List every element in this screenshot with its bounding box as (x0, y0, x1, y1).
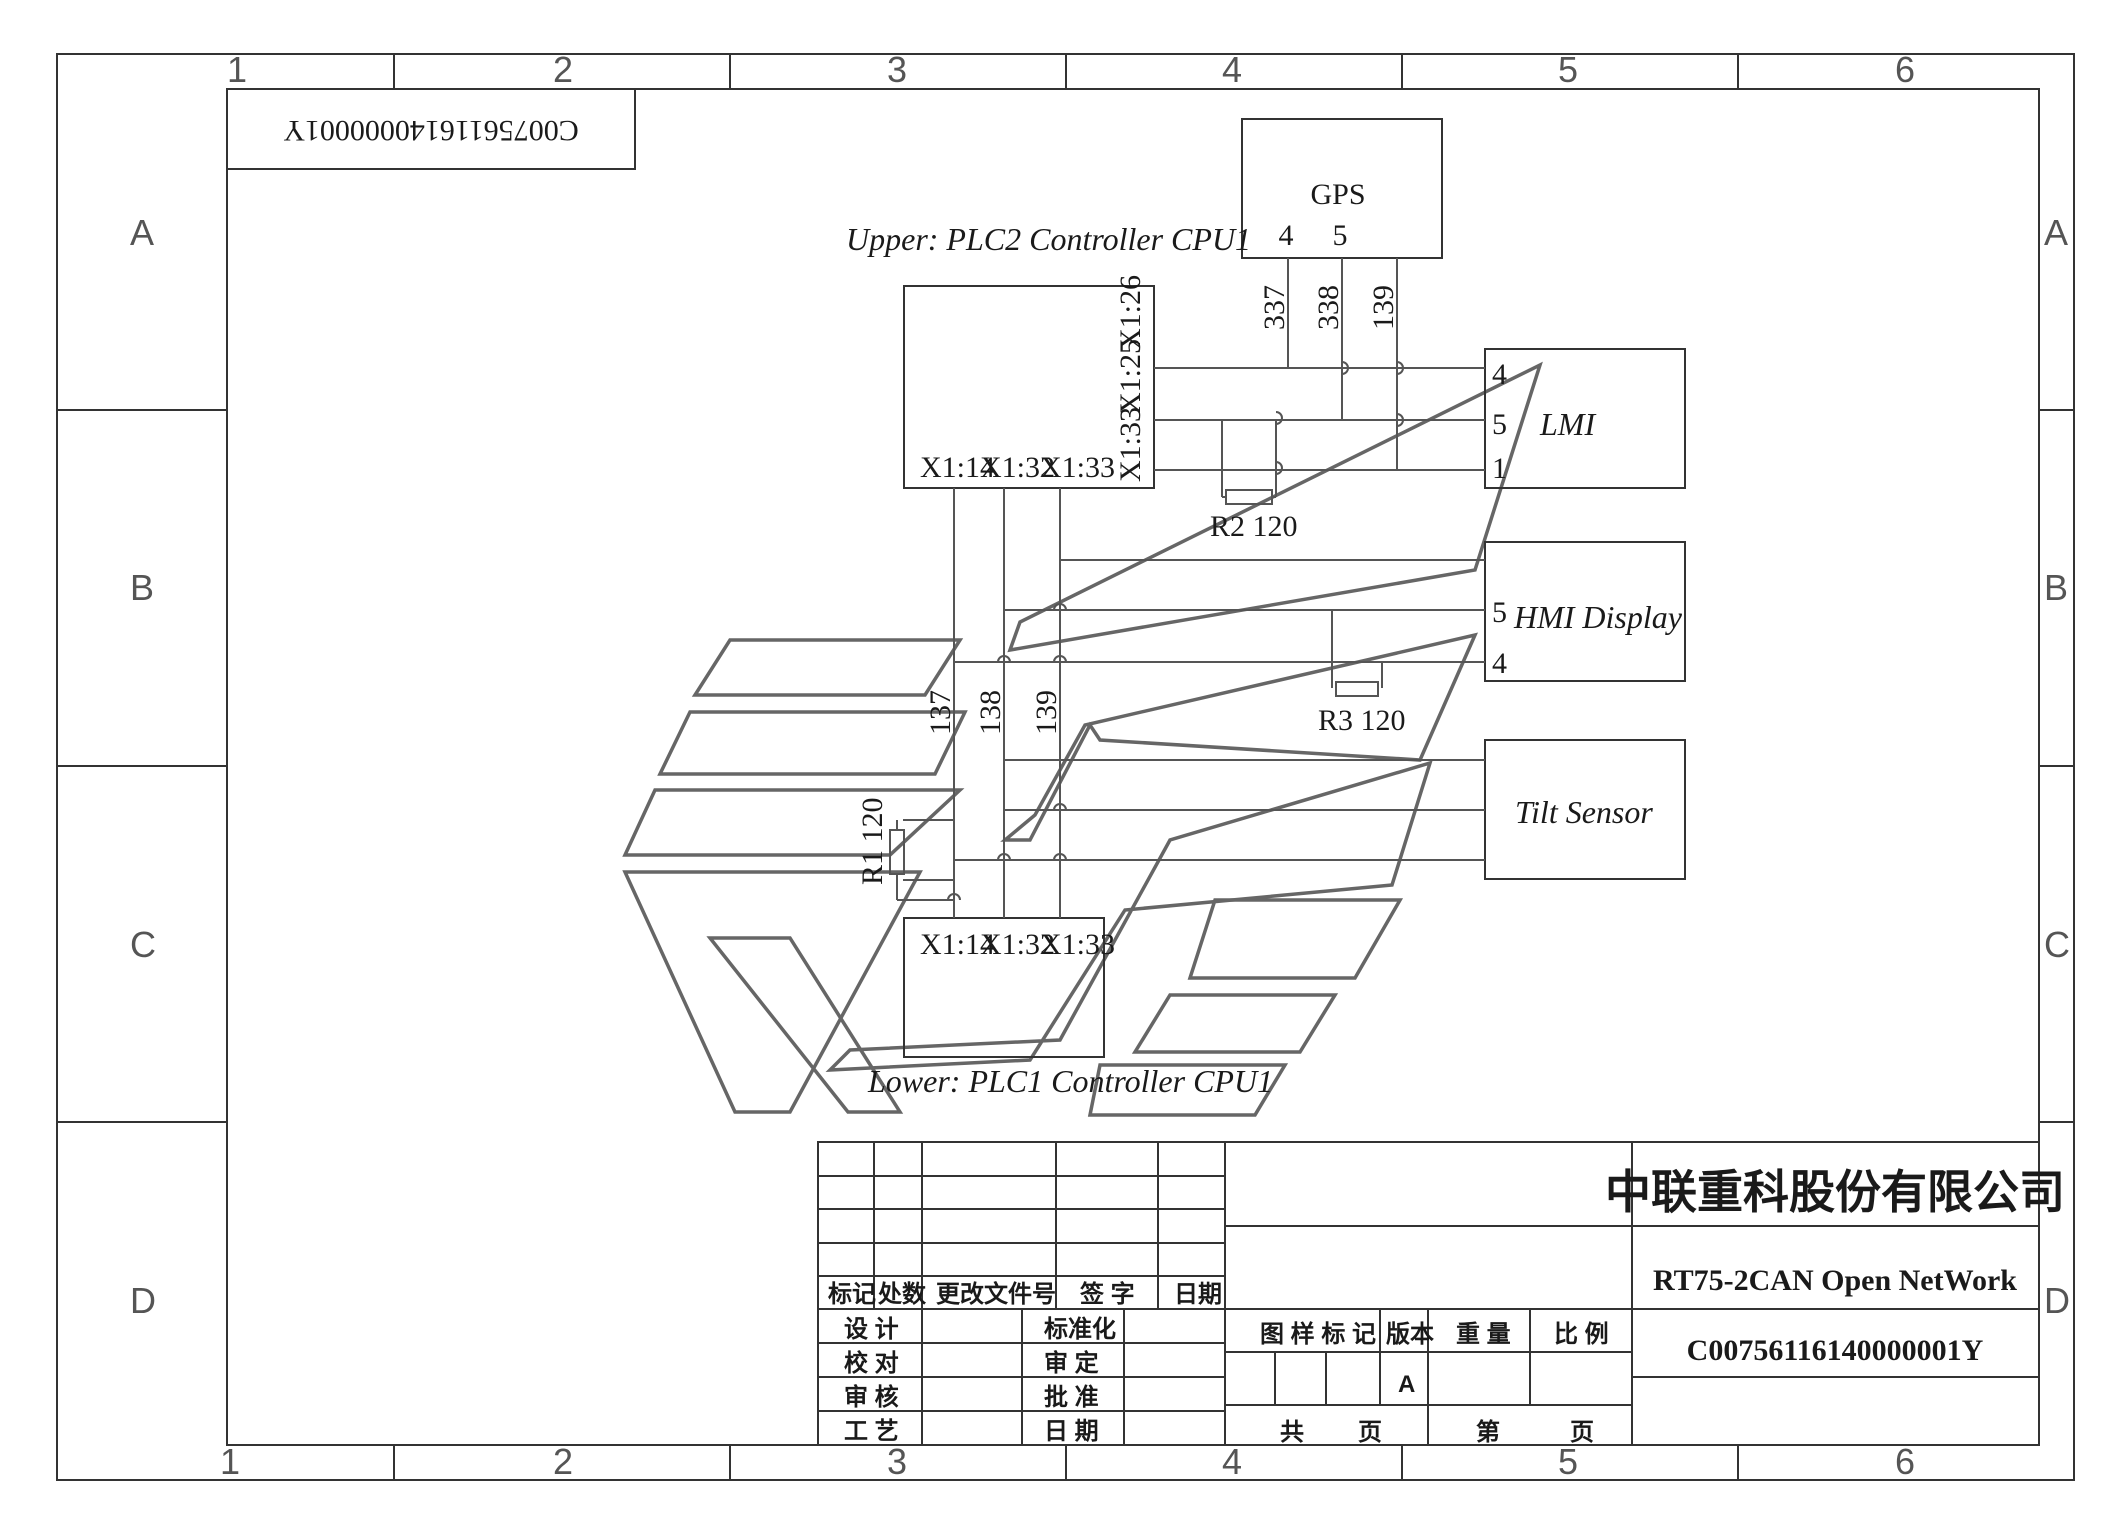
col-label: 3 (887, 49, 907, 90)
sign-row-process: 工 艺 (844, 1418, 899, 1445)
rev-header-sign: 签 字 (1079, 1280, 1135, 1308)
lower-plc-pin: X1:14 (920, 928, 995, 961)
col-label: 1 (227, 49, 247, 90)
sign-row-standard: 标准化 (1044, 1315, 1116, 1343)
wire-label-139-lower: 139 (1030, 690, 1063, 735)
drawing-number: C00756116140000001Y (1687, 1334, 1984, 1367)
lmi-box (1484, 348, 1686, 489)
row-labels-left: A B C D (130, 212, 156, 1321)
lmi-pin-5: 5 (1492, 408, 1507, 441)
lmi-pin-1: 1 (1492, 452, 1507, 485)
title-block: 标记 处数 更改文件号 签 字 日期 设 计 校 对 审 核 工 艺 标准化 审… (817, 1141, 2065, 1446)
row-label: D (2044, 1280, 2070, 1321)
col-label: 4 (1222, 49, 1242, 90)
upper-plc-box (903, 285, 1155, 489)
upper-plc-pin: X1:32 (980, 451, 1055, 484)
wiring (889, 258, 1485, 918)
drawing-number-inverted: C00756116140000001Y (283, 114, 579, 147)
gps-pin-4: 4 (1279, 219, 1294, 252)
column-labels-top: 1 2 3 4 5 6 (227, 49, 1915, 90)
col-label: 3 (887, 1441, 907, 1482)
upper-plc-title: Upper: PLC2 Controller CPU1 (846, 221, 1251, 257)
sign-row-date: 日 期 (1044, 1418, 1099, 1445)
hmi-label: HMI Display (1513, 599, 1683, 635)
col-label: 6 (1895, 1441, 1915, 1482)
drawing-title: RT75-2CAN Open NetWork (1653, 1264, 2017, 1297)
row-label: A (130, 212, 154, 253)
column-dividers (393, 54, 1739, 1480)
lower-plc-title: Lower: PLC1 Controller CPU1 (867, 1063, 1273, 1099)
wire-label-138: 138 (974, 690, 1007, 735)
gps-label: GPS (1310, 178, 1365, 211)
wire-label-139: 139 (1367, 285, 1400, 330)
rev-header-date: 日期 (1174, 1281, 1222, 1308)
sign-row-review: 审 核 (844, 1383, 899, 1411)
wire-label-337: 337 (1258, 285, 1291, 330)
hmi-box (1484, 541, 1686, 682)
tilt-sensor-label: Tilt Sensor (1515, 794, 1653, 830)
gps-pin-5: 5 (1333, 219, 1348, 252)
sheet-total-unit: 页 (1358, 1419, 1382, 1446)
sign-row-check: 校 对 (844, 1349, 899, 1377)
upper-plc-side-pin: X1:33 (1114, 407, 1147, 482)
column-labels-bottom: 1 2 3 4 5 6 (220, 1441, 1915, 1482)
sheet-num-unit: 页 (1570, 1419, 1594, 1446)
drawing-number-box (226, 88, 636, 170)
col-label: 6 (1895, 49, 1915, 90)
col-label: 4 (1222, 1441, 1242, 1482)
sheet-total-label: 共 (1280, 1419, 1304, 1446)
row-label: B (2044, 567, 2068, 608)
version-value: A (1398, 1371, 1415, 1398)
row-labels-right: A B C D (2044, 212, 2070, 1321)
lower-plc-pin: X1:33 (1040, 928, 1115, 961)
watermark-logo (622, 361, 1543, 1117)
rev-header-mark: 标记 (828, 1281, 876, 1308)
row-label: A (2044, 212, 2068, 253)
info-header-mark: 图 样 标 记 (1260, 1320, 1376, 1348)
sign-row-approve: 审 定 (1044, 1349, 1099, 1377)
hmi-pin-5: 5 (1492, 596, 1507, 629)
lmi-label: LMI (1539, 406, 1596, 442)
info-header-weight: 重 量 (1456, 1321, 1511, 1348)
wire-label-137: 137 (924, 690, 957, 735)
resistor-r1-label: R1 120 (856, 797, 889, 885)
rev-header-docno: 更改文件号 (936, 1280, 1056, 1308)
row-label: B (130, 567, 154, 608)
row-dividers (57, 409, 2074, 1123)
upper-plc-pin: X1:33 (1040, 451, 1115, 484)
info-header-version: 版本 (1386, 1321, 1434, 1348)
upper-plc-side-pin: X1:26 (1114, 275, 1147, 350)
upper-plc-side-pin: X1:25 (1114, 339, 1147, 414)
lmi-pin-4: 4 (1492, 358, 1507, 391)
resistor-r2-label: R2 120 (1210, 510, 1298, 543)
sheet-num-label: 第 (1476, 1418, 1500, 1446)
rev-header-count: 处数 (877, 1281, 927, 1308)
lower-plc-pin: X1:32 (980, 928, 1055, 961)
company-name: 中联重科股份有限公司 (1605, 1165, 2065, 1219)
wire-label-338: 338 (1312, 285, 1345, 330)
col-label: 2 (553, 49, 573, 90)
upper-plc-pin: X1:14 (920, 451, 995, 484)
sign-row-design: 设 计 (844, 1316, 899, 1343)
col-label: 5 (1558, 49, 1578, 90)
hmi-pin-4: 4 (1492, 647, 1507, 680)
resistor-r3-label: R3 120 (1318, 704, 1406, 737)
col-label: 1 (220, 1441, 240, 1482)
col-label: 5 (1558, 1441, 1578, 1482)
row-label: D (130, 1280, 156, 1321)
row-label: C (130, 924, 156, 965)
sign-row-ratify: 批 准 (1044, 1384, 1099, 1411)
row-label: C (2044, 924, 2070, 965)
info-header-scale: 比 例 (1554, 1321, 1609, 1348)
col-label: 2 (553, 1441, 573, 1482)
